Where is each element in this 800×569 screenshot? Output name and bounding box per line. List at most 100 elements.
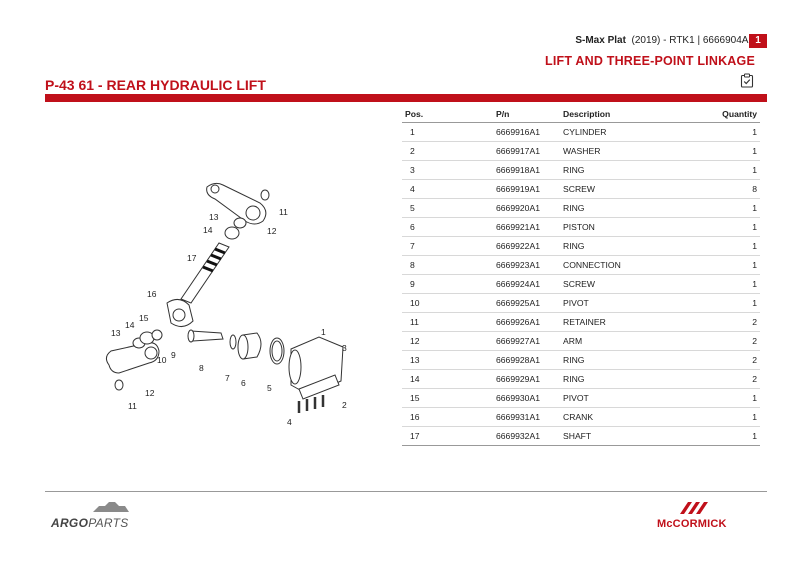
row-description: SCREW xyxy=(560,274,713,294)
callout: 15 xyxy=(139,313,149,323)
callout: 11 xyxy=(279,207,288,217)
callout: 6 xyxy=(241,378,246,388)
mccormick-logo-icon xyxy=(680,502,708,514)
model-name: S-Max Plat xyxy=(575,35,626,46)
header-separator: | xyxy=(694,35,703,46)
row-pos: 5 xyxy=(402,198,493,218)
row-pn: 6669927A1 xyxy=(493,331,560,351)
callout: 11 xyxy=(128,401,137,411)
callout: 8 xyxy=(199,363,204,373)
callout: 17 xyxy=(187,253,197,263)
row-pn: 6669918A1 xyxy=(493,160,560,180)
mccormick-wordmark: McCORMICK xyxy=(657,518,727,530)
row-pos: 10 xyxy=(402,293,493,313)
diagram-callouts: 11 12 13 14 17 16 15 14 13 9 10 12 11 8 … xyxy=(111,207,347,427)
callout: 12 xyxy=(145,388,155,398)
row-pn: 6669925A1 xyxy=(493,293,560,313)
col-header-description: Description xyxy=(560,106,713,123)
row-description: RING xyxy=(560,198,713,218)
row-pn: 6669924A1 xyxy=(493,274,560,294)
row-pos: 7 xyxy=(402,236,493,256)
row-pos: 15 xyxy=(402,388,493,408)
row-quantity: 1 xyxy=(713,255,760,275)
row-pos: 12 xyxy=(402,331,493,351)
row-quantity: 1 xyxy=(713,407,760,427)
row-pos: 8 xyxy=(402,255,493,275)
row-pos: 3 xyxy=(402,160,493,180)
callout: 5 xyxy=(267,383,272,393)
header-separator: - xyxy=(660,35,670,46)
row-pos: 11 xyxy=(402,312,493,332)
col-header-quantity: Quantity xyxy=(713,106,760,123)
row-pn: 6669922A1 xyxy=(493,236,560,256)
row-quantity: 8 xyxy=(713,179,760,199)
row-pos: 6 xyxy=(402,217,493,237)
model-year: (2019) xyxy=(631,35,661,46)
row-description: RING xyxy=(560,160,713,180)
connection-8 xyxy=(190,330,224,342)
row-quantity: 1 xyxy=(713,293,760,313)
col-header-pn: P/n xyxy=(493,106,560,123)
row-pn: 6669930A1 xyxy=(493,388,560,408)
row-pos: 1 xyxy=(402,122,493,142)
callout: 1 xyxy=(321,327,326,337)
row-pos: 13 xyxy=(402,350,493,370)
row-quantity: 1 xyxy=(713,198,760,218)
callout: 16 xyxy=(147,289,157,299)
row-description: RING xyxy=(560,236,713,256)
row-quantity: 2 xyxy=(713,369,760,389)
row-description: SCREW xyxy=(560,179,713,199)
row-description: WASHER xyxy=(560,141,713,161)
row-pos: 16 xyxy=(402,407,493,427)
callout: 13 xyxy=(209,212,219,222)
row-quantity: 2 xyxy=(713,312,760,332)
col-header-pos: Pos. xyxy=(402,106,493,123)
row-description: CYLINDER xyxy=(560,122,713,142)
row-quantity: 1 xyxy=(713,236,760,256)
title-divider-bar xyxy=(45,94,767,102)
row-quantity: 1 xyxy=(713,426,760,446)
argoparts-logo xyxy=(93,502,129,512)
callout: 14 xyxy=(125,320,135,330)
callout: 9 xyxy=(171,350,176,360)
callout: 3 xyxy=(342,343,347,353)
callout: 2 xyxy=(342,400,347,410)
section-title: LIFT AND THREE-POINT LINKAGE xyxy=(545,54,755,68)
row-quantity: 1 xyxy=(713,141,760,161)
row-pn: 6669926A1 xyxy=(493,312,560,332)
argo-wordmark-a: ARGO xyxy=(51,516,89,530)
callout: 10 xyxy=(157,355,167,365)
row-pn: 6669917A1 xyxy=(493,141,560,161)
row-pn: 6669931A1 xyxy=(493,407,560,427)
exploded-parts-diagram: 11 12 13 14 17 16 15 14 13 9 10 12 11 8 … xyxy=(105,182,347,427)
callout: 12 xyxy=(267,226,277,236)
callout: 14 xyxy=(203,225,213,235)
row-description: CRANK xyxy=(560,407,713,427)
row-pn: 6669919A1 xyxy=(493,179,560,199)
pivot-15 xyxy=(151,329,163,341)
row-quantity: 1 xyxy=(713,160,760,180)
ring-13-upper xyxy=(233,217,247,229)
row-quantity: 1 xyxy=(713,388,760,408)
row-pos: 17 xyxy=(402,426,493,446)
row-quantity: 2 xyxy=(713,331,760,351)
clipboard-check-icon[interactable] xyxy=(740,73,754,88)
page-title: P-43 61 - REAR HYDRAULIC LIFT xyxy=(45,77,266,93)
row-description: RING xyxy=(560,350,713,370)
row-quantity: 1 xyxy=(713,122,760,142)
row-pn: 6669923A1 xyxy=(493,255,560,275)
